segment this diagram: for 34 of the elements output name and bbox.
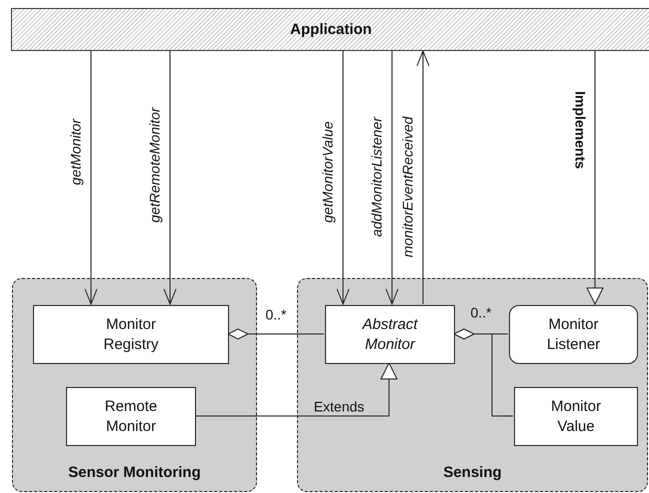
- arrow: [586, 50, 604, 304]
- package-title: Sensor Monitoring: [68, 464, 201, 481]
- class-name: Monitor Listener: [546, 315, 602, 354]
- arrow: [164, 50, 176, 304]
- edge-label: 0..*: [266, 307, 286, 323]
- edge-label: getRemoteMonitor: [147, 107, 163, 223]
- edge-label: addMonitorListener: [369, 117, 385, 237]
- edge-label: Extends: [314, 399, 364, 415]
- edge-label: getMonitorValue: [320, 121, 336, 223]
- edge-label: 0..*: [470, 305, 492, 321]
- edge-label: monitorEventReceived: [400, 116, 416, 258]
- aggregation-line: [454, 328, 514, 416]
- arrow: [386, 50, 398, 304]
- arrow: [336, 50, 350, 304]
- edge-label: Implements: [572, 91, 588, 169]
- interface-box: [509, 305, 638, 364]
- aggregation-line: [228, 328, 324, 340]
- class-box: [325, 305, 455, 364]
- class-name: Monitor Value: [550, 397, 602, 436]
- class-box: [33, 305, 229, 364]
- package-group: [297, 278, 648, 492]
- arrow: [194, 362, 398, 416]
- band-title: Application: [290, 21, 372, 38]
- class-box: [66, 387, 196, 446]
- class-box: [514, 387, 638, 446]
- class-name: Abstract Monitor: [360, 315, 419, 354]
- package-group: [12, 278, 257, 492]
- edge-label: getMonitor: [68, 118, 84, 186]
- arrow: [84, 50, 98, 304]
- arrow: [416, 50, 430, 304]
- application-band: [11, 8, 649, 51]
- class-name: Remote Monitor: [104, 397, 158, 436]
- class-name: Monitor Registry: [102, 315, 160, 354]
- package-title: Sensing: [443, 464, 502, 481]
